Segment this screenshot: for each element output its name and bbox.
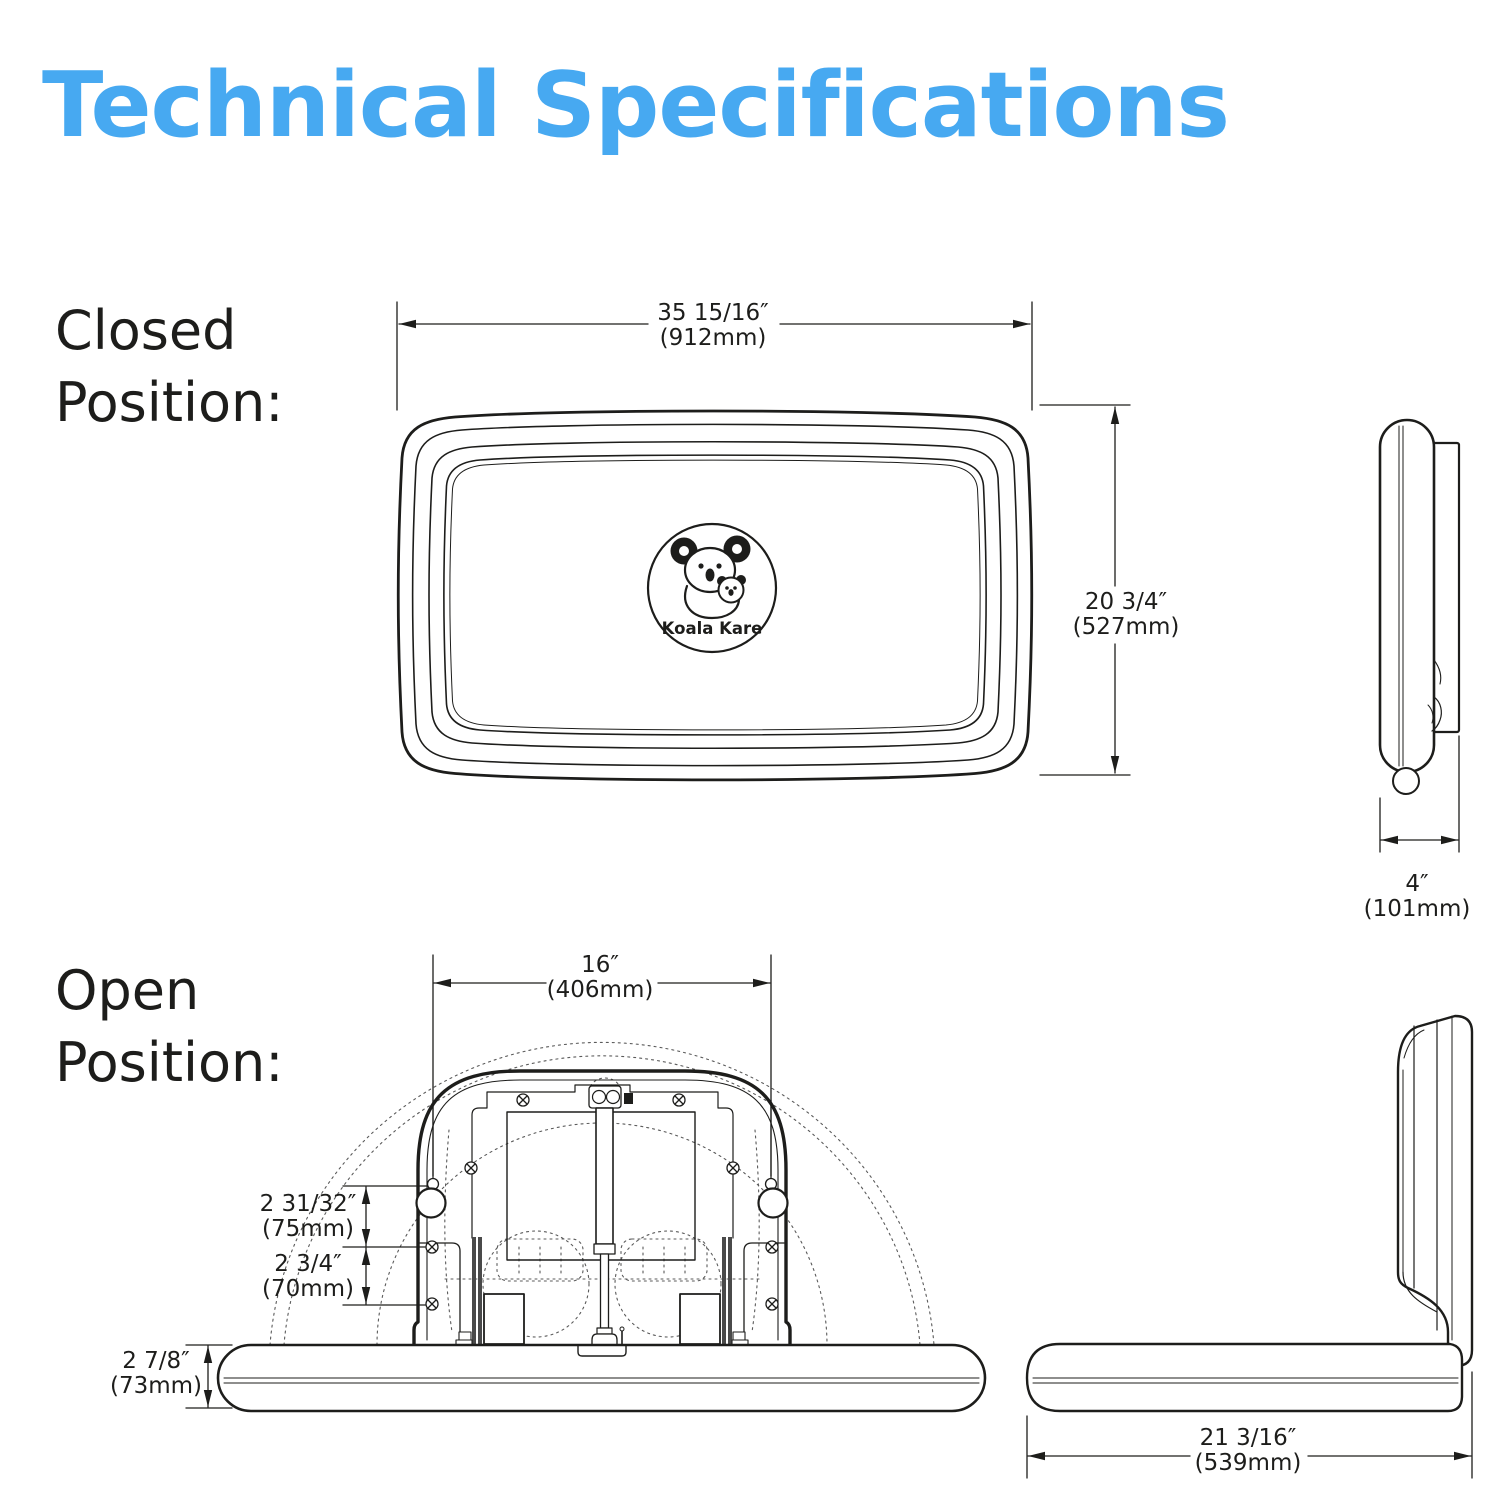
open-side-view — [1025, 1014, 1474, 1413]
closed-position-label: Closed Position: — [55, 299, 284, 434]
dim-closed-height: 20 3/4″ (527mm) — [1072, 589, 1180, 640]
dim-open-hook-spacing: 16″ (406mm) — [546, 952, 654, 1003]
dim-open-bracket-gap: 2 3/4″ (70mm) — [261, 1251, 355, 1302]
koala-kare-logo: Koala Kare — [646, 522, 778, 654]
open-front-phantom-arcs — [269, 1041, 935, 1346]
dim-open-tray-thickness: 2 7/8″ (73mm) — [109, 1348, 203, 1399]
dim-open-depth: 21 3/16″ (539mm) — [1194, 1425, 1302, 1476]
open-front-view — [216, 1069, 987, 1413]
page-title: Technical Specifications — [42, 53, 1230, 158]
closed-side-view — [1378, 418, 1461, 795]
dim-closed-width: 35 15/16″ (912mm) — [657, 300, 769, 351]
dimension-lines — [185, 301, 1473, 1479]
open-position-label: Open Position: — [55, 959, 284, 1094]
dim-open-hook-to-bracket: 2 31/32″ (75mm) — [259, 1191, 357, 1242]
logo-wordmark: Koala Kare — [662, 619, 763, 638]
closed-front-view: Koala Kare — [396, 409, 1034, 782]
dim-closed-depth: 4″ (101mm) — [1363, 871, 1471, 922]
